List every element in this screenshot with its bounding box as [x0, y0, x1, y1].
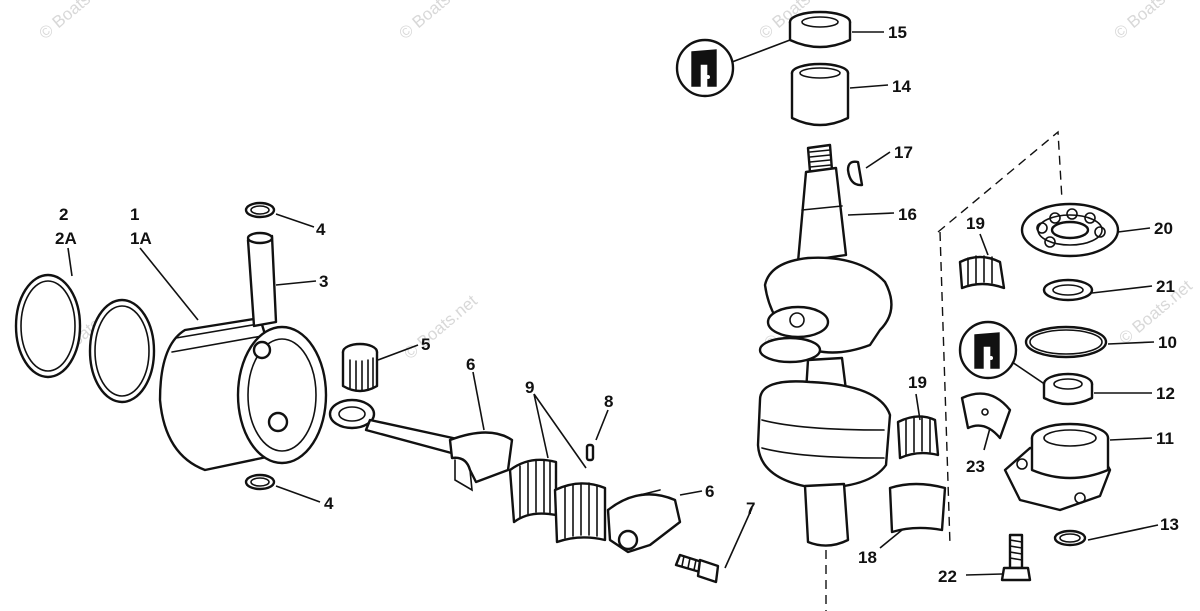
small-o-ring — [1053, 529, 1087, 547]
rod-bolt — [674, 553, 720, 584]
piston-pin — [246, 231, 278, 328]
callout-2a: 2A — [55, 229, 77, 248]
callout-5: 5 — [421, 335, 430, 354]
bearing-half-shell — [888, 482, 947, 534]
callout-13: 13 — [1160, 515, 1179, 534]
alignment-lines — [825, 130, 1063, 611]
main-bearing-cage-mid — [896, 415, 940, 460]
seal-detail-icon — [974, 332, 1000, 369]
callout-1a: 1A — [130, 229, 152, 248]
callout-23: 23 — [966, 457, 985, 476]
connecting-rod — [328, 398, 514, 492]
lower-bearing-housing — [1003, 422, 1112, 512]
callout-12: 12 — [1156, 384, 1175, 403]
dowel-pin — [585, 443, 595, 462]
o-ring — [1024, 325, 1108, 359]
main-bearing-cage-top — [958, 255, 1006, 290]
retaining-ring-top — [244, 201, 276, 219]
callout-6-rod: 6 — [466, 355, 475, 374]
retaining-ring-bottom — [244, 473, 276, 491]
connecting-rod-cap — [606, 489, 682, 554]
seal-detail-inset-mid — [958, 320, 1047, 386]
needle-bearing-top — [790, 62, 850, 127]
seal-detail-inset-top — [675, 38, 791, 98]
callout-17: 17 — [894, 143, 913, 162]
callout-16: 16 — [898, 205, 917, 224]
watermark: © Boats.net — [400, 291, 481, 363]
callout-10: 10 — [1158, 333, 1177, 352]
bearing-race-half — [960, 392, 1012, 440]
callout-21: 21 — [1156, 277, 1175, 296]
crankshaft-seal-lower — [1042, 372, 1094, 406]
housing-bolt — [1000, 533, 1032, 582]
callout-19-top: 19 — [966, 214, 985, 233]
callout-18: 18 — [858, 548, 877, 567]
crankshaft-seal-top — [788, 10, 852, 49]
callout-2: 2 — [59, 205, 68, 224]
watermark: © Boats.net — [1110, 0, 1191, 43]
callout-20: 20 — [1154, 219, 1173, 238]
wrist-pin-bearing — [341, 342, 379, 393]
piston-rings — [14, 273, 156, 404]
piston — [158, 316, 328, 472]
crankshaft — [756, 143, 893, 547]
snap-ring — [1042, 278, 1094, 302]
watermark: © Boats.net — [395, 0, 476, 43]
callout-7: 7 — [746, 499, 755, 518]
callout-14: 14 — [892, 77, 911, 96]
callout-6-cap: 6 — [705, 482, 714, 501]
watermark: © Boats.net — [35, 0, 116, 43]
rod-bearing-cage-left — [508, 458, 558, 524]
leader-lines — [67, 31, 1159, 576]
callout-11: 11 — [1156, 429, 1174, 448]
callout-19-mid: 19 — [908, 373, 927, 392]
callout-4-top: 4 — [316, 220, 326, 239]
callout-15: 15 — [888, 23, 907, 42]
callout-22: 22 — [938, 567, 957, 586]
callout-4-bottom: 4 — [324, 494, 334, 513]
callout-3: 3 — [319, 272, 328, 291]
callout-8: 8 — [604, 392, 613, 411]
woodruff-key — [846, 160, 864, 187]
watermarks: © Boats.net © Boats.net © Boats.net © Bo… — [35, 0, 1196, 368]
callout-9: 9 — [525, 378, 534, 397]
callout-1: 1 — [130, 205, 139, 224]
rod-bearing-cage-right — [553, 482, 607, 544]
ball-bearing — [1020, 202, 1120, 258]
callout-labels: 2 2A 1 1A 4 3 5 6 9 8 4 6 7 15 14 17 16 … — [55, 23, 1179, 586]
